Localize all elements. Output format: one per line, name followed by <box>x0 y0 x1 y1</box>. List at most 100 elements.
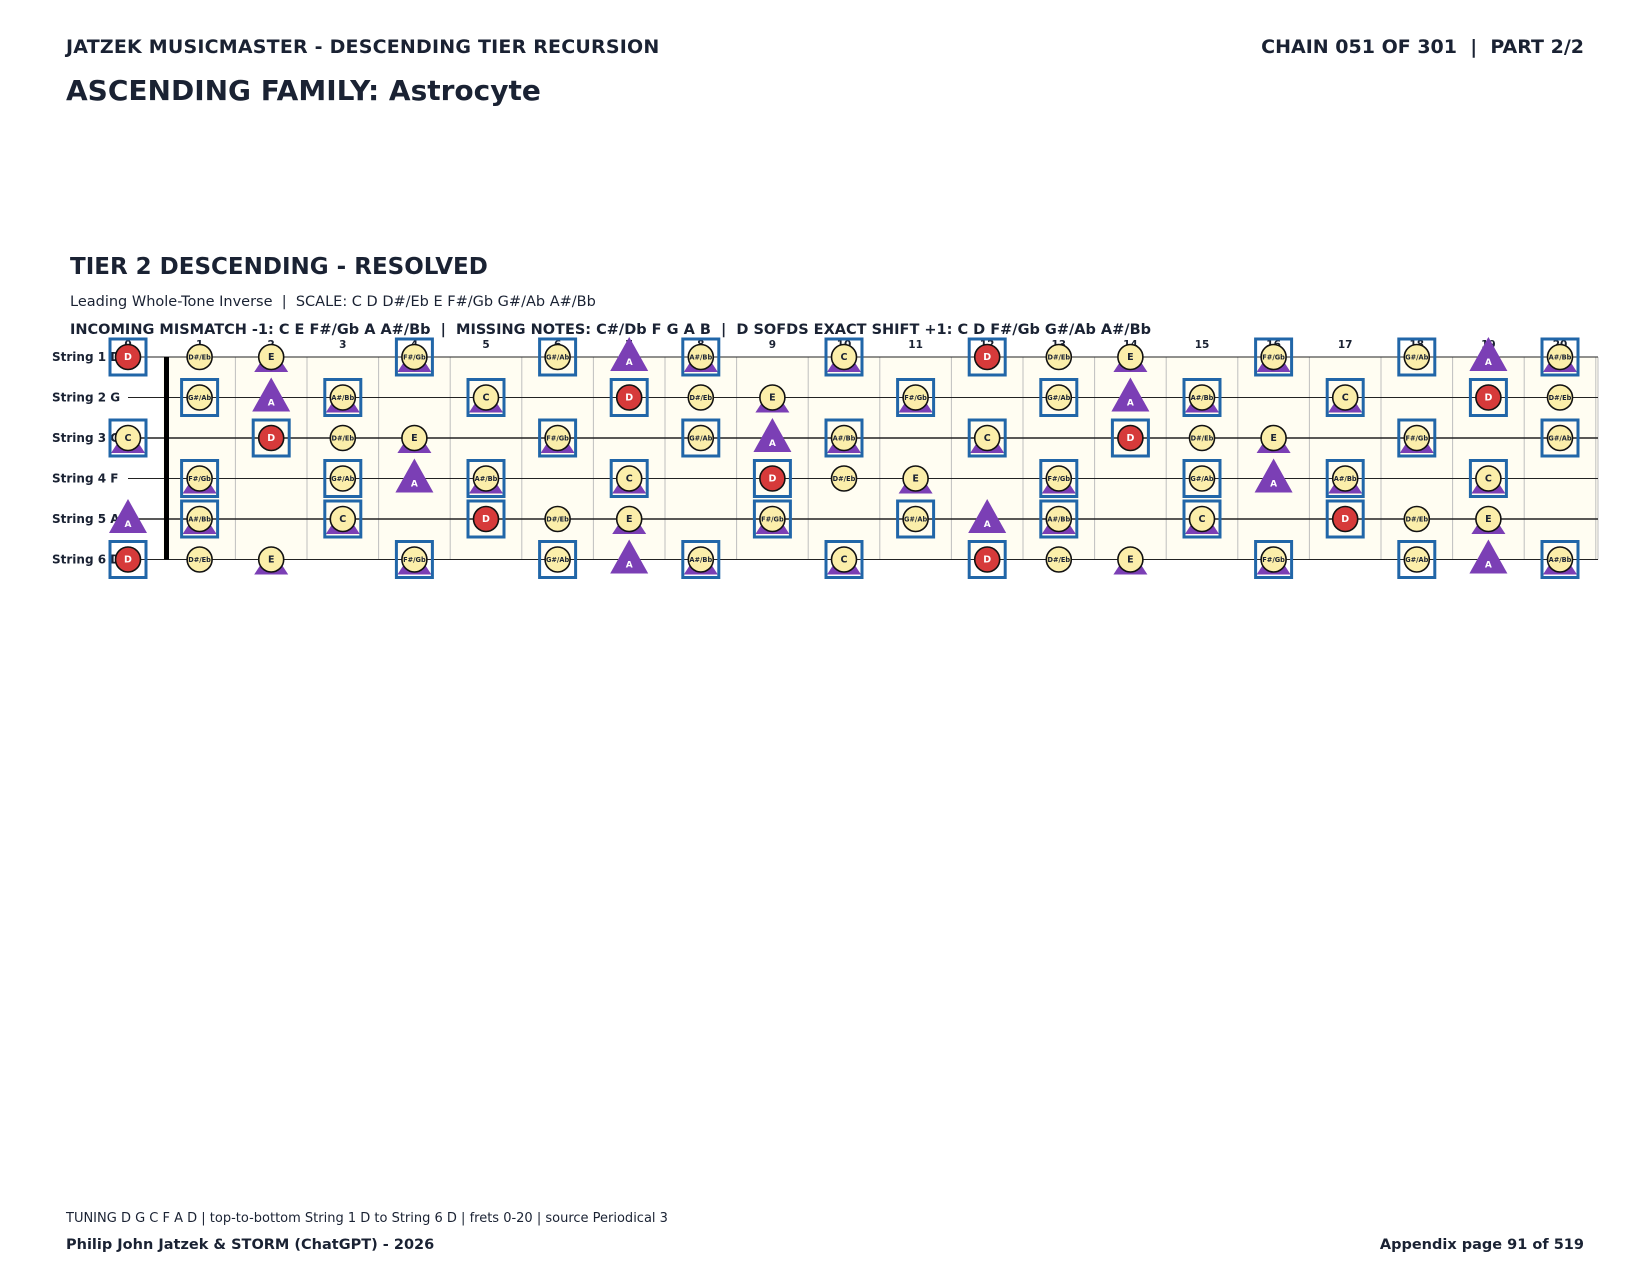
note-circle <box>1188 384 1216 411</box>
square-marker <box>251 418 291 458</box>
note-label: D <box>482 514 490 525</box>
note-label: D <box>983 352 991 363</box>
triangle-marker <box>610 539 649 574</box>
square-marker <box>108 418 148 458</box>
triangle-marker <box>1469 337 1508 371</box>
note-circle <box>615 384 643 411</box>
note-label: D <box>1126 433 1134 444</box>
square-marker <box>1039 499 1079 539</box>
note-circle <box>1331 505 1359 533</box>
triangle-marker <box>1254 458 1293 493</box>
note-label: D <box>983 555 991 566</box>
square-marker <box>108 337 148 377</box>
header-title: JATZEK MUSICMASTER - DESCENDING TIER REC… <box>66 36 660 58</box>
note-circle <box>329 505 357 533</box>
note-label: E <box>268 555 275 566</box>
note-label: D#/Eb <box>546 516 569 524</box>
note-label: F#/Gb <box>1262 354 1285 362</box>
square-marker <box>1540 540 1580 579</box>
note-circle <box>114 424 142 452</box>
note-label: D#/Eb <box>1549 394 1572 402</box>
note-label: C <box>841 555 848 566</box>
tier-title: TIER 2 DESCENDING - RESOLVED <box>70 254 488 280</box>
triangle-marker <box>610 337 649 371</box>
note-label: D#/Eb <box>188 556 211 564</box>
note-label: E <box>1127 555 1134 566</box>
square-marker <box>1397 540 1437 579</box>
square-marker <box>1325 378 1365 417</box>
note-label: A#/Bb <box>1191 394 1214 402</box>
note-label: F#/Gb <box>1406 435 1429 443</box>
note-label: C <box>626 474 633 485</box>
square-marker <box>323 459 363 498</box>
square-marker <box>1397 337 1437 377</box>
note-label: A <box>626 358 633 368</box>
note-label: E <box>1270 433 1277 444</box>
square-marker <box>1468 378 1508 417</box>
square-marker <box>681 337 721 377</box>
note-label: G#/Ab <box>1190 475 1213 483</box>
note-label: E <box>626 514 633 525</box>
note-label: C <box>1199 514 1206 525</box>
note-circle <box>1188 465 1216 492</box>
square-marker <box>108 540 148 579</box>
square-marker <box>1182 378 1222 417</box>
square-marker <box>1540 337 1580 377</box>
note-label: A#/Bb <box>1549 354 1572 362</box>
note-circle <box>1546 384 1574 411</box>
note-label: D#/Eb <box>1047 556 1070 564</box>
note-circle <box>973 546 1001 573</box>
note-label: A#/Bb <box>331 394 354 402</box>
note-circle <box>1260 343 1287 371</box>
note-circle <box>1546 424 1574 452</box>
note-circle <box>544 343 571 371</box>
fret-number: 15 <box>1195 339 1210 351</box>
note-circle <box>186 384 213 411</box>
note-circle <box>1403 505 1431 533</box>
note-circle <box>1403 546 1431 573</box>
note-circle <box>973 424 1001 452</box>
note-circle <box>472 384 500 411</box>
footer-tuning-note: TUNING D G C F A D | top-to-bottom Strin… <box>66 1211 668 1226</box>
note-label: G#/Ab <box>331 475 354 483</box>
triangle-marker <box>753 418 792 452</box>
square-marker <box>394 337 434 377</box>
square-marker <box>1039 378 1079 417</box>
square-marker <box>323 378 363 417</box>
note-label: F#/Gb <box>546 435 569 443</box>
square-marker <box>1254 540 1294 579</box>
string-label: String 1 D <box>52 350 120 364</box>
note-label: D <box>267 433 275 444</box>
string-label: String 6 D <box>52 553 120 567</box>
note-circle <box>472 505 500 533</box>
note-label: E <box>411 433 418 444</box>
square-marker <box>609 459 649 498</box>
note-circle <box>615 465 643 492</box>
square-marker <box>1110 418 1150 458</box>
note-circle <box>329 424 357 452</box>
note-circle <box>687 424 715 452</box>
square-marker <box>752 499 792 539</box>
note-circle <box>544 546 571 573</box>
square-marker <box>180 378 220 417</box>
note-label: G#/Ab <box>904 516 927 524</box>
note-circle <box>830 546 858 573</box>
note-label: C <box>1342 393 1349 404</box>
note-label: D#/Eb <box>1047 354 1070 362</box>
note-label: A <box>125 520 132 530</box>
note-label: A <box>411 480 418 490</box>
triangle-marker <box>252 377 291 412</box>
note-circle <box>1045 343 1073 371</box>
note-label: F#/Gb <box>1262 556 1285 564</box>
note-label: D <box>1484 393 1492 404</box>
note-label: C <box>339 514 346 525</box>
string-label: String 3 C <box>52 431 119 445</box>
note-circle <box>1117 546 1144 573</box>
note-circle <box>830 465 858 492</box>
footer-page-number: Appendix page 91 of 519 <box>1379 1237 1584 1253</box>
triangle-marker <box>1469 539 1508 574</box>
triangle-marker <box>1111 377 1150 412</box>
note-label: D#/Eb <box>1191 435 1214 443</box>
note-label: A#/Bb <box>475 475 498 483</box>
